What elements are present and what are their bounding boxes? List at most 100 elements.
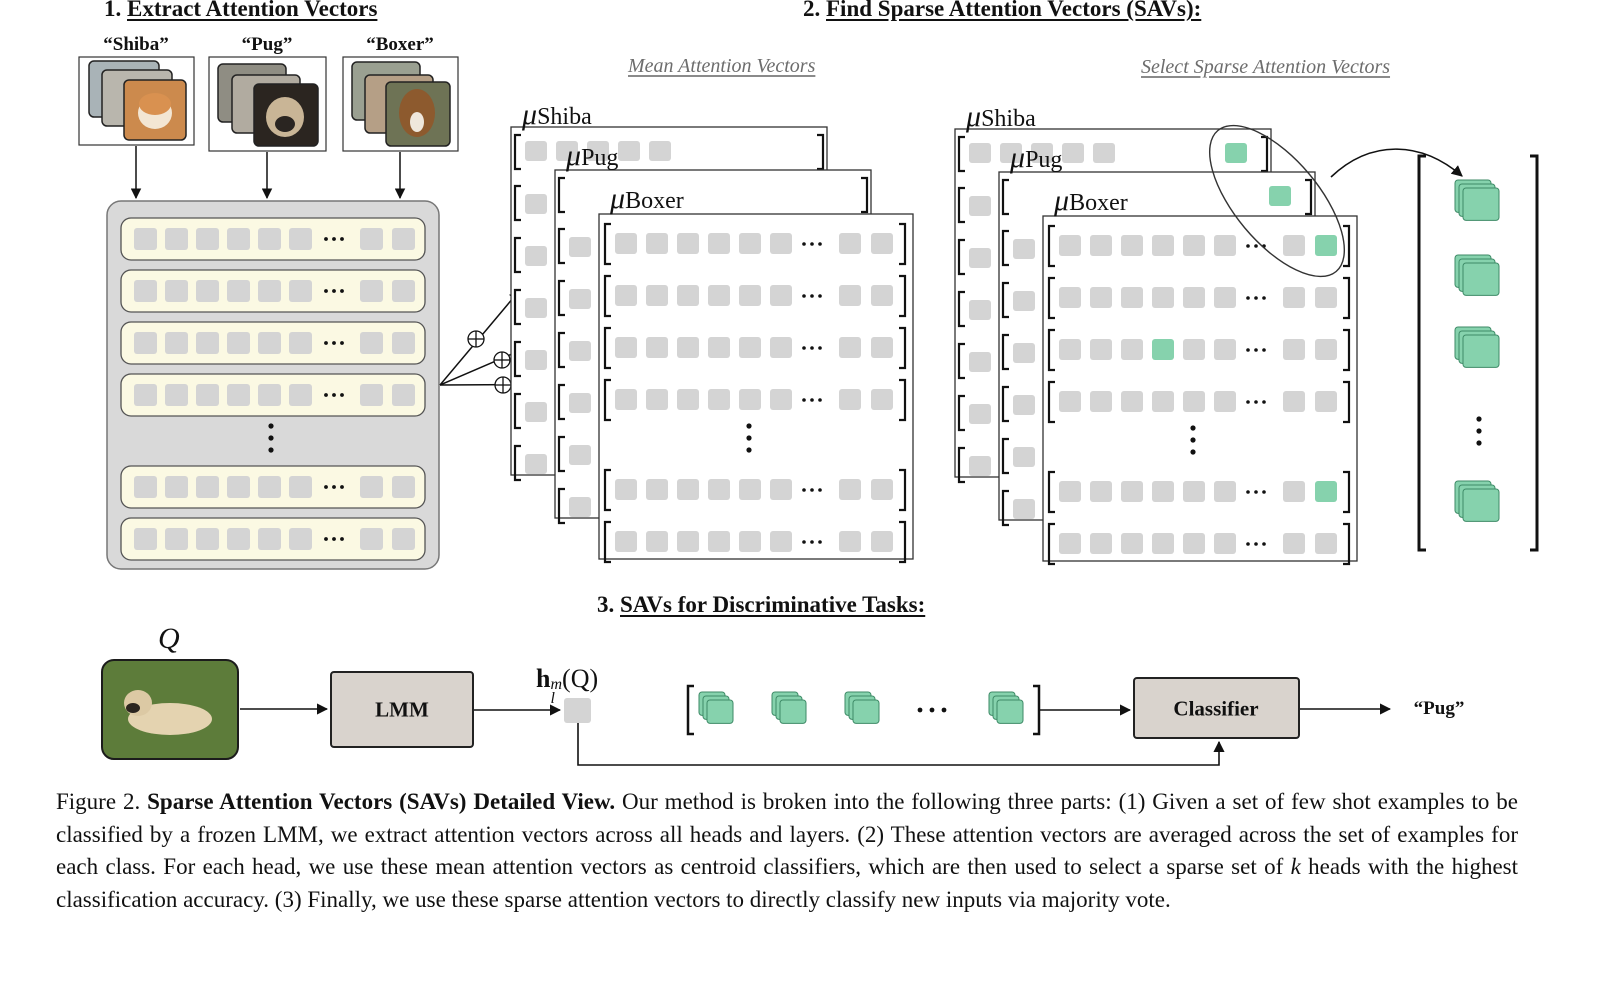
mu-label-boxer-b: μBoxer [1054,184,1128,217]
vertical-ellipsis [1476,416,1482,446]
sav-vector [698,691,1024,724]
bracket [899,326,907,370]
matrix-cell [871,479,893,500]
bracket [1047,328,1055,372]
matrix-frame-front [1042,215,1358,566]
matrix-cell [969,143,991,163]
ellipsis-dots [324,537,344,541]
matrix-cell [1183,287,1205,308]
matrix-cell [1214,481,1236,502]
matrix-cell [708,233,730,254]
matrix-cell [1152,533,1174,554]
matrix-cell [569,393,591,413]
matrix-cell [525,298,547,318]
bracket [603,222,611,266]
bracket [899,274,907,318]
attention-cell [134,384,157,406]
selected-savs-bracket [1417,154,1539,552]
attention-cell [165,476,188,498]
matrix-row [603,222,907,266]
matrix-cell [1059,481,1081,502]
attention-row [120,373,426,417]
ellipsis-dots [324,341,344,345]
matrix-cell [739,285,761,306]
classifier-label: Classifier [1173,696,1259,721]
matrix-row [603,274,907,318]
bracket [899,378,907,422]
ellipsis-dots [1246,296,1266,300]
matrix-cell [839,389,861,410]
attention-cell [258,384,281,406]
attention-cell [392,228,415,250]
output-label: “Pug” [1413,698,1465,719]
matrix-cell [1121,391,1143,412]
bracket [1343,470,1351,514]
matrix-cell [1090,339,1112,360]
matrix-cell [569,341,591,361]
attention-cell [196,332,219,354]
attention-cell [392,384,415,406]
ellipsis-dots [802,294,822,298]
class-label-boxer: “Boxer” [366,34,434,55]
ellipsis-dots [802,540,822,544]
sav-stack [1454,179,1500,221]
sav-stack [1454,326,1500,368]
attention-cell [165,384,188,406]
matrix-cell [969,404,991,424]
horizontal-ellipsis [917,707,947,713]
ellipsis-dots [802,346,822,350]
bracket [557,331,565,369]
matrix-cell [770,531,792,552]
attention-row [120,217,426,261]
highlighted-cell [1269,186,1291,206]
section-1-title: 1. Extract Attention Vectors [104,0,377,22]
attention-cell [196,528,219,550]
figure-caption: Figure 2. Sparse Attention Vectors (SAVs… [56,786,1518,916]
matrix-cell [969,300,991,320]
attention-cell [227,528,250,550]
attention-cell [289,228,312,250]
oplus-symbol [494,376,512,394]
bracket [899,468,907,512]
matrix-cell [615,233,637,254]
query-label: Q [158,622,180,655]
attention-cell [258,476,281,498]
bracket [1047,380,1055,424]
bracket [513,133,521,171]
matrix-cell [1315,391,1337,412]
matrix-cell [1214,235,1236,256]
matrix-cell [871,337,893,358]
bracket [1305,178,1313,216]
attention-cell [289,476,312,498]
caption-body-1: Our method is broken into the following … [56,789,1518,879]
bracket [513,444,521,482]
select-arrow [1330,148,1463,178]
matrix-cell [646,531,668,552]
matrix-cell [525,350,547,370]
bracket [603,326,611,370]
section-2-title: 2. Find Sparse Attention Vectors (SAVs): [803,0,1201,22]
matrix-cell [677,337,699,358]
ellipsis-dots [802,398,822,402]
matrix-cell [1121,339,1143,360]
matrix-cell [1013,395,1035,415]
matrix-cell [969,352,991,372]
matrix-cell [1090,481,1112,502]
bracket [513,184,521,222]
example-image-boxer [342,56,459,152]
ellipsis-dots [1246,400,1266,404]
matrix-cell [708,479,730,500]
matrix-cell [1031,143,1053,163]
example-image-pug [208,56,327,152]
ellipsis-dots [324,485,344,489]
mean-attention-matrices [510,126,914,564]
attention-cell [134,332,157,354]
matrix-cell [1121,533,1143,554]
caption-k: k [1290,854,1301,879]
matrix-row [1047,522,1351,566]
attention-cell [360,228,383,250]
vertical-ellipsis [268,423,274,453]
matrix-row [603,520,907,564]
matrix-cell [1283,533,1305,554]
bracket [899,520,907,564]
